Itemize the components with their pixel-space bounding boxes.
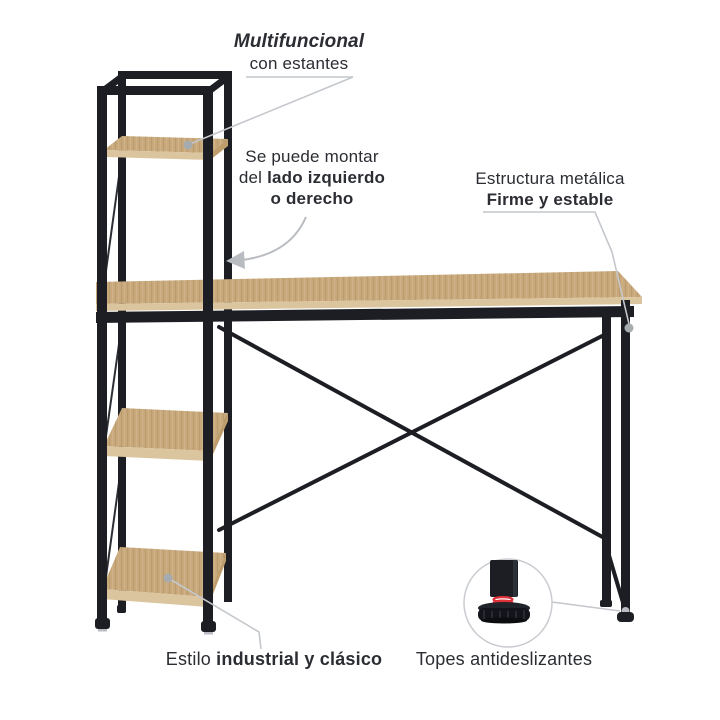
label-multifunctional: Multifuncional con estantes xyxy=(234,30,364,74)
callout-lines xyxy=(163,76,634,650)
label-mounting-line3: o derecho xyxy=(270,189,354,208)
label-multifunctional-subtitle: con estantes xyxy=(249,54,349,73)
inset-foot-pad xyxy=(478,602,530,624)
foot-detail-inset xyxy=(463,558,553,648)
label-mounting-line2-prefix: del xyxy=(238,168,268,187)
desk-top xyxy=(96,271,642,323)
label-multifunctional-title: Multifuncional xyxy=(233,31,365,52)
inset-leg-post xyxy=(490,560,518,597)
label-feet: Topes antideslizantes xyxy=(416,648,592,670)
shelf-tower-front-frame xyxy=(95,86,216,635)
label-structure: Estructura metálica Firme y estable xyxy=(475,168,624,210)
callout-line-feet xyxy=(551,601,621,612)
callout-line-structure xyxy=(483,211,630,325)
label-mounting-line2: del lado izquierdo xyxy=(239,167,385,188)
label-style: Estilo industrial y clásico xyxy=(166,648,382,670)
curved-arrow-icon xyxy=(226,216,307,269)
label-style-bold: industrial y clásico xyxy=(216,649,383,669)
callout-line-style xyxy=(167,577,262,650)
label-feet-text: Topes antideslizantes xyxy=(415,649,593,669)
callout-line-shelves xyxy=(189,76,354,145)
callout-dot-structure xyxy=(624,323,634,333)
cross-brace xyxy=(217,325,610,542)
label-structure-line1: Estructura metálica xyxy=(475,169,625,188)
shelf-boards xyxy=(102,136,228,607)
label-mounting-line2-bold: lado izquierdo xyxy=(267,168,386,187)
label-style-prefix: Estilo xyxy=(165,649,217,669)
desk-right-legs xyxy=(600,300,634,622)
label-mounting-line1: Se puede montar xyxy=(245,147,379,166)
callout-dot-style xyxy=(163,573,173,583)
label-mounting: Se puede montar del lado izquierdo o der… xyxy=(239,146,385,209)
callout-dot-shelves xyxy=(183,140,193,150)
label-structure-line2: Firme y estable xyxy=(486,190,614,209)
